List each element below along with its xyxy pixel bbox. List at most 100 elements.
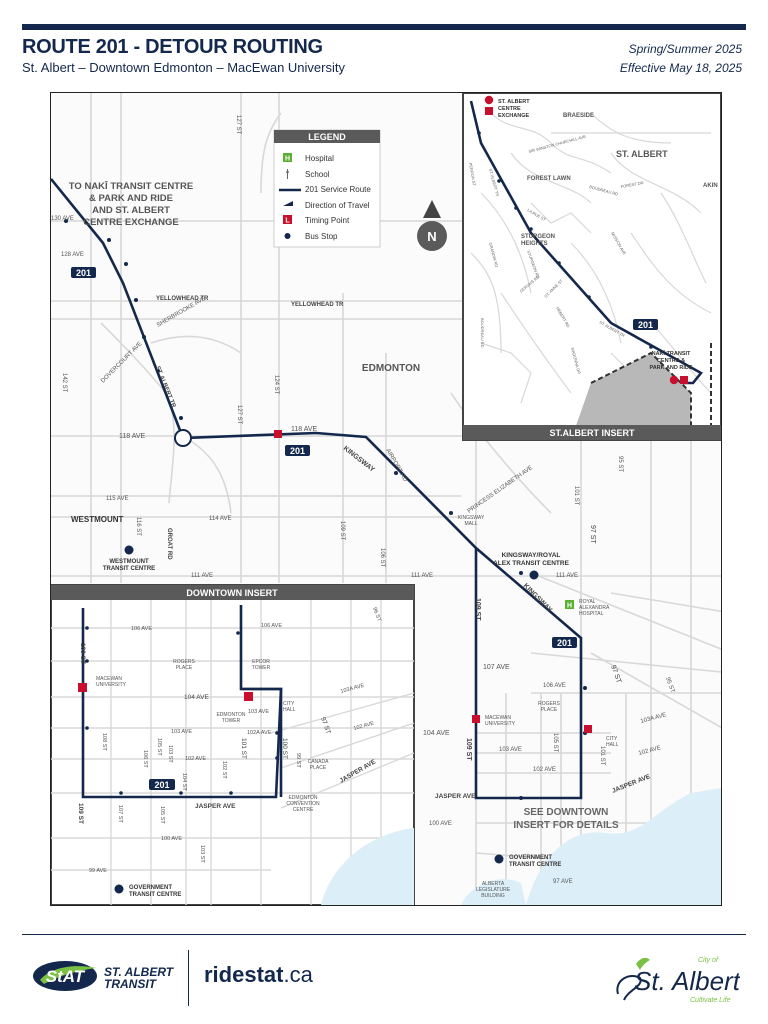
road-label: JASPER AVE [435,793,476,800]
bus-stop[interactable] [519,796,523,800]
bus-stop[interactable] [85,659,89,663]
timing-point-icon[interactable] [244,692,253,701]
naki-transit-centre[interactable]: NAKĪ TRANSIT CENTRE & PARK AND RIDE [649,350,693,385]
svg-text:FOREST DR: FOREST DR [620,180,644,189]
see-downtown-note: INSERT FOR DETAILS [513,820,619,831]
bus-stop[interactable] [587,295,591,299]
header-bar [22,24,746,30]
svg-text:ROGERS: ROGERS [173,659,195,665]
svg-text:PLACE: PLACE [310,765,327,771]
svg-text:L: L [285,218,290,225]
road-label: YELLOWHEAD TR [156,296,209,302]
svg-text:ST. ALBERT: ST. ALBERT [616,149,668,159]
svg-text:MADONNA DR: MADONNA DR [570,347,582,375]
svg-text:GOVERNMENT: GOVERNMENT [129,885,172,891]
bus-stop[interactable] [275,731,279,735]
royal-alex-hospital[interactable]: H ROYAL ALEXANDRA HOSPITAL [565,599,610,617]
destination-note: TO NAKĪ TRANSIT CENTRE & PARK AND RIDE A… [69,181,193,228]
svg-text:HEIGHTS: HEIGHTS [521,241,548,247]
svg-text:104 ST: 104 ST [181,773,187,791]
route-201-main[interactable] [51,178,583,800]
route-badges: 201 201 201 [71,267,577,648]
website-link[interactable]: ridestat.ca [204,962,313,987]
road-label: 107 AVE [483,664,510,671]
road-label: 95 ST [617,456,623,472]
timing-point-icon: L [283,215,292,225]
route-201-downtown[interactable] [81,605,283,799]
see-downtown-note: SEE DOWNTOWN [524,807,609,818]
road-label: 115 AVE [106,496,128,502]
svg-text:CONVENTION: CONVENTION [286,801,320,807]
svg-text:102 AVE: 102 AVE [185,756,206,762]
route-badge: 201 [154,780,169,790]
timing-point-icon[interactable] [584,725,592,733]
svg-text:HALL: HALL [606,742,619,748]
bus-stop[interactable] [557,261,561,265]
downtown-insert[interactable]: DOWNTOWN INSERT [51,584,415,905]
timing-point-icon[interactable] [472,715,480,723]
timing-point-icon[interactable] [274,430,282,438]
map-canvas[interactable]: 201 201 201 130 AVE 128 AVE YELLOWHEAD T… [51,93,721,905]
svg-text:WESTMOUNT: WESTMOUNT [109,559,149,565]
government-transit-centre[interactable]: GOVERNMENT TRANSIT CENTRE [114,884,182,899]
centre-exchange[interactable]: ST. ALBERT CENTRE EXCHANGE [484,95,530,119]
svg-text:CITY: CITY [283,701,295,707]
svg-text:105 ST: 105 ST [156,738,162,756]
svg-text:ALEX TRANSIT CENTRE: ALEX TRANSIT CENTRE [493,560,570,567]
bus-stop[interactable] [124,262,128,266]
svg-text:MACEWAN: MACEWAN [485,715,511,721]
svg-text:102 ST: 102 ST [221,761,227,779]
bus-stop[interactable] [179,416,183,420]
bus-stop[interactable] [275,756,279,760]
svg-text:105 ST: 105 ST [159,806,165,824]
bus-stop-icon [284,233,291,239]
bus-stop[interactable] [519,571,523,575]
svg-text:103 ST: 103 ST [167,745,173,763]
bus-stop[interactable] [583,686,587,690]
bus-stop[interactable] [107,238,111,242]
bus-stop[interactable] [649,345,653,349]
bus-stop[interactable] [497,179,501,183]
route-map[interactable]: 201 201 201 130 AVE 128 AVE YELLOWHEAD T… [50,92,722,906]
svg-text:UNIVERSITY: UNIVERSITY [96,682,127,688]
bus-stop[interactable] [449,511,453,515]
svg-text:104 AVE: 104 AVE [184,694,209,701]
footer-rule [22,934,746,935]
bus-stop[interactable] [119,791,123,795]
road-label: 95 ST [664,677,675,694]
bus-stop[interactable] [85,726,89,730]
road-label: 127 ST [235,115,241,135]
bus-stop[interactable] [236,631,240,635]
road-label: 109 ST [465,738,472,761]
legend-title: LEGEND [308,132,346,142]
westmount-transit-centre[interactable]: WESTMOUNT TRANSIT CENTRE [103,545,155,573]
bus-stop[interactable] [64,219,68,223]
svg-text:EDMONTON: EDMONTON [216,712,245,718]
hospital-icon [565,600,574,609]
st-albert-insert[interactable]: ST. ALBERT CENTRE EXCHANGE NAKĪ TRANSIT … [462,93,721,441]
roundabout [174,429,192,447]
direction-arrow-icon [283,201,293,206]
route-201-st-albert[interactable] [469,100,703,385]
bus-stop[interactable] [529,227,533,231]
bus-stop[interactable] [229,791,233,795]
kingsway-transit-centre[interactable]: KINGSWAY/ROYAL ALEX TRANSIT CENTRE [493,552,570,580]
road-label: 114 AVE [209,516,231,522]
svg-text:MALL: MALL [464,521,477,527]
route-badge: 201 [557,638,572,648]
bus-stop[interactable] [514,206,518,210]
bus-stop[interactable] [134,298,138,302]
bus-stop[interactable] [179,791,183,795]
timing-point-icon[interactable] [78,683,87,692]
svg-text:AKIN: AKIN [703,183,718,189]
place-label: WESTMOUNT [71,515,124,524]
svg-text:EPCOR: EPCOR [252,659,270,665]
bus-stop[interactable] [142,335,146,339]
road-label: 116 ST [135,517,141,536]
bus-stop[interactable] [394,471,398,475]
bus-stop[interactable] [477,131,481,135]
government-transit-centre[interactable]: GOVERNMENT TRANSIT CENTRE [494,854,562,869]
bus-stop[interactable] [156,369,160,373]
bus-stop[interactable] [85,626,89,630]
legend: LEGEND H Hospital School 201 Service Rou… [273,129,381,248]
